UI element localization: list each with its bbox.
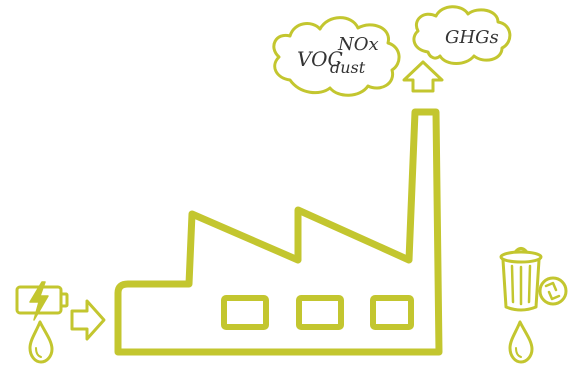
water-drop-icon bbox=[30, 322, 52, 362]
factory-window bbox=[373, 298, 411, 327]
water-drop-icon bbox=[510, 322, 532, 362]
recycle-icon bbox=[540, 278, 566, 304]
dust-label: dust bbox=[330, 58, 366, 77]
factory-window bbox=[224, 298, 266, 327]
trash-can-icon bbox=[501, 249, 541, 311]
factory-window bbox=[299, 298, 341, 327]
nox-label: NOx bbox=[337, 34, 379, 55]
factory-icon bbox=[118, 112, 439, 352]
battery-lightning-icon bbox=[17, 282, 67, 320]
ghg-cloud: GHGs bbox=[414, 7, 510, 64]
arrow-up-icon bbox=[404, 62, 442, 91]
ghgs-label: GHGs bbox=[445, 27, 499, 48]
emissions-cloud: VOC NOx dust bbox=[274, 18, 399, 96]
arrow-right-icon bbox=[72, 301, 104, 339]
